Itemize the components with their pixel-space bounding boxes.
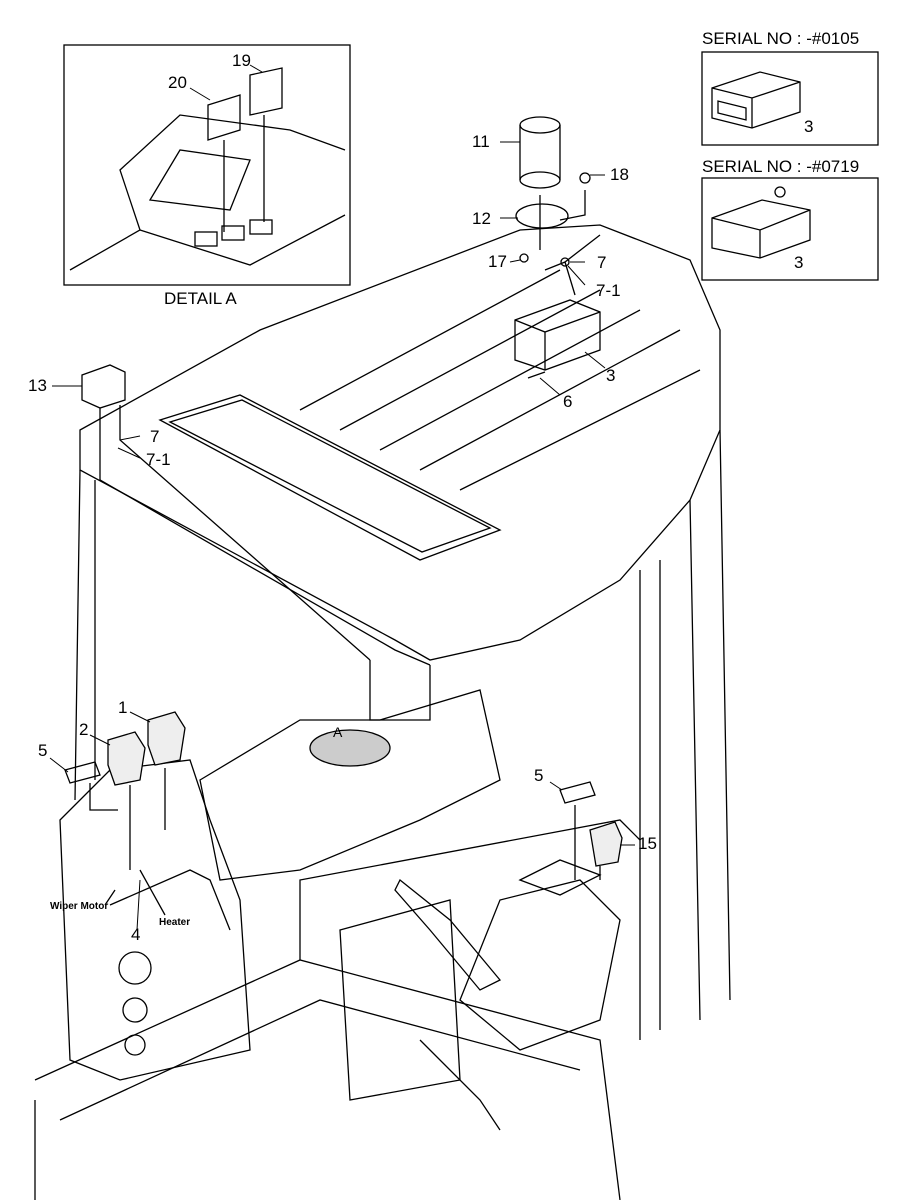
callout-18: 18: [610, 165, 629, 184]
serial-box-0105: [701, 51, 879, 146]
callout-5-right: 5: [534, 766, 544, 785]
callout-12: 12: [472, 209, 491, 228]
callout-7-1-top: 7-1: [596, 281, 621, 300]
beacon-assembly: [515, 116, 601, 296]
callout-15: 15: [638, 834, 657, 853]
serial-part-0105: 3: [804, 117, 814, 136]
callout-7-1-left: 7-1: [146, 450, 171, 469]
callout-11: 11: [472, 132, 490, 151]
right-console: [339, 859, 621, 1131]
callout-20: 20: [168, 73, 187, 92]
callout-17: 17: [488, 252, 507, 271]
heater-label: Heater: [159, 917, 191, 928]
callout-5-left: 5: [38, 741, 48, 760]
cab-frame: [34, 429, 731, 1200]
detail-a-box: [63, 44, 351, 286]
callout-A: A: [333, 724, 343, 740]
callout-7-left: 7: [150, 427, 160, 446]
callout-1: 1: [118, 698, 128, 717]
cab-roof: [79, 224, 721, 666]
callout-2: 2: [79, 720, 89, 739]
callout-6: 6: [563, 392, 573, 411]
speaker: [81, 364, 371, 661]
radio-on-roof: [514, 299, 601, 379]
detail-title: DETAIL A: [164, 289, 237, 308]
radio-unit-old: [711, 71, 801, 129]
serial-title-0719: SERIAL NO : -#0719: [702, 157, 860, 176]
detail-a-console: [69, 67, 346, 271]
callout-13: 13: [28, 376, 47, 395]
callout-7-top: 7: [597, 253, 607, 272]
callout-3: 3: [606, 366, 616, 385]
callout-19: 19: [232, 51, 251, 70]
serial-box-0719: [701, 177, 879, 281]
switches: [64, 711, 623, 931]
wiper-motor-label: Wiper Motor: [50, 901, 109, 912]
leader-lines: [49, 64, 635, 931]
radio-unit-new: [711, 186, 811, 259]
callout-4: 4: [131, 925, 141, 944]
serial-title-0105: SERIAL NO : -#0105: [702, 29, 860, 48]
serial-part-0719: 3: [794, 253, 804, 272]
